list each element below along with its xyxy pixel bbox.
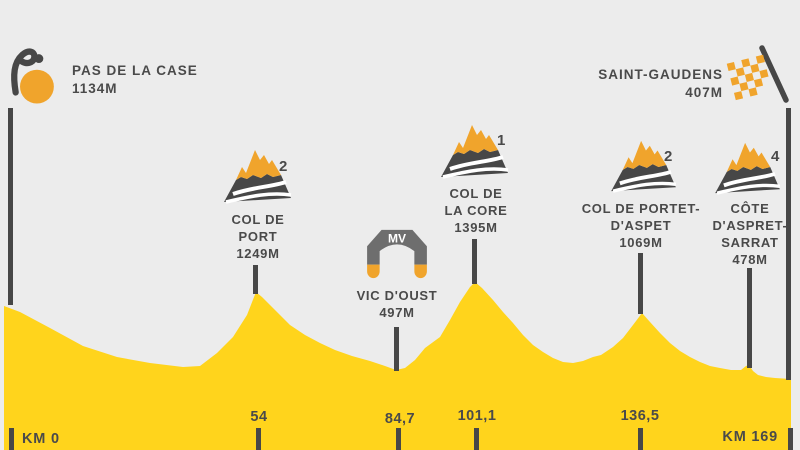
axis-tick-84-7 [396, 428, 401, 450]
axis-tick-136-5 [638, 428, 643, 450]
start-name: PAS DE LA CASE [72, 63, 198, 78]
start-elevation: 1134M [72, 81, 118, 96]
vic-d-oust-marker-line [394, 327, 399, 371]
climb-label-cote-d-aspret-sarrat: CÔTE D'ASPRET- SARRAT 478M [695, 200, 800, 268]
category-badge-col-de-portet-d-aspet: 2 [664, 148, 673, 165]
climb-elevation: 1069M [619, 235, 663, 250]
mountain-road-upper [619, 169, 672, 186]
mountain-icon-cote-d-aspret-sarrat [715, 142, 781, 195]
mountain-road-upper [449, 155, 504, 171]
start-label-block: PAS DE LA CASE 1134M [72, 62, 198, 98]
climb-name: COL DE [231, 212, 285, 227]
cyclist-wheel [20, 69, 54, 104]
km-start-label: KM 0 [22, 431, 60, 447]
cyclist-icon [11, 48, 54, 104]
finish-line [786, 108, 791, 380]
category-badge-cote-d-aspret-sarrat: 4 [771, 148, 780, 165]
cote-d-aspret-sarrat-marker-line [747, 268, 752, 368]
km-end-label: KM 169 [722, 429, 778, 445]
col-de-la-core-marker-line [472, 239, 477, 284]
mountain-peaks [236, 150, 281, 180]
climb-name: CÔTE [730, 201, 770, 216]
axis-tick-101-1 [474, 428, 479, 450]
climb-name: VIC D'OUST [356, 288, 438, 303]
mountain-icon-col-de-portet-d-aspet [611, 140, 677, 193]
mountain-road-upper [232, 180, 287, 196]
category-badge-col-de-port: 2 [279, 158, 288, 175]
finish-elevation: 407M [685, 85, 723, 100]
mountain-road-lower [225, 192, 292, 204]
arch-mv-label: MV [388, 231, 406, 245]
mountain-icon-col-de-la-core [441, 125, 509, 179]
climb-label-vic-d-oust: VIC D'OUST 497M [337, 287, 457, 321]
climb-label-col-de-port: COL DE PORT 1249M [198, 211, 318, 262]
checkered-flag-icon [726, 45, 789, 103]
start-line [8, 108, 13, 305]
climb-name: D'ASPRET- [712, 218, 788, 233]
mountain-peaks [726, 142, 771, 172]
col-de-portet-d-aspet-marker-line [638, 253, 643, 314]
mountain-road-lower [612, 181, 677, 193]
axis-tick-54 [256, 428, 261, 450]
climb-elevation: 1395M [454, 220, 498, 235]
arch-foot-right [414, 264, 427, 279]
km-tick-label-101-1: 101,1 [457, 408, 497, 424]
climb-name: COL DE [449, 186, 503, 201]
climb-name: LA CORE [444, 203, 508, 218]
climb-label-col-de-portet-d-aspet: COL DE PORTET- D'ASPET 1069M [571, 200, 711, 251]
mountain-road-lower [442, 167, 509, 179]
climb-label-col-de-la-core: COL DE LA CORE 1395M [416, 185, 536, 236]
climb-name: D'ASPET [610, 218, 672, 233]
climb-elevation: 1249M [236, 246, 280, 261]
mountain-road-lower [716, 183, 781, 195]
axis-tick-km0 [9, 428, 14, 450]
climb-elevation: 497M [379, 305, 415, 320]
finish-name: SAINT-GAUDENS [598, 67, 723, 82]
finish-label-block: SAINT-GAUDENS 407M [598, 66, 723, 102]
flag-pole [759, 45, 789, 103]
climb-name: PORT [238, 229, 278, 244]
mountain-peaks [453, 125, 498, 155]
km-tick-label-84-7: 84,7 [384, 411, 416, 427]
mountain-peaks [622, 140, 667, 170]
climb-name: COL DE PORTET- [581, 201, 701, 216]
climb-elevation: 478M [732, 252, 768, 267]
category-badge-col-de-la-core: 1 [497, 132, 506, 149]
mountain-icon-col-de-port [224, 150, 292, 204]
cyclist-body [11, 48, 38, 96]
km-tick-label-54: 54 [250, 409, 268, 425]
climb-name: SARRAT [721, 235, 779, 250]
axis-tick-km169 [788, 428, 793, 450]
arch-foot-left [367, 264, 380, 279]
mountain-road-upper [723, 171, 776, 188]
arch-band [367, 229, 427, 265]
flag-checkers [726, 54, 769, 101]
km-tick-label-136-5: 136,5 [620, 408, 660, 424]
sprint-arch-icon: MV [367, 229, 427, 279]
col-de-port-marker-line [253, 265, 258, 294]
elevation-profile-shape [4, 282, 791, 450]
